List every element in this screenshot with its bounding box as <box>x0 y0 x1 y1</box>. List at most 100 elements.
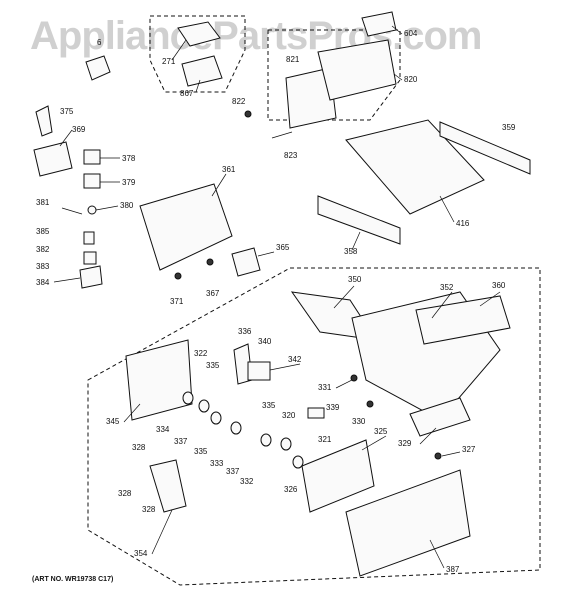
part-342 <box>247 361 271 381</box>
callout-384: 384 <box>36 278 50 287</box>
callout-365: 365 <box>276 243 290 252</box>
part-329 <box>409 397 471 437</box>
callout-381: 381 <box>36 198 50 207</box>
part-328 <box>149 459 187 513</box>
callout-823: 823 <box>284 151 298 160</box>
part-375 <box>35 105 53 137</box>
callout-325: 325 <box>374 427 388 436</box>
part-416 <box>345 119 485 215</box>
callout-378: 378 <box>122 154 136 163</box>
callout-380: 380 <box>120 201 134 210</box>
callout-335-c: 335 <box>262 401 276 410</box>
callout-320: 320 <box>282 411 296 420</box>
callout-345: 345 <box>106 417 120 426</box>
part-383 <box>83 251 97 265</box>
callout-371: 371 <box>170 297 184 306</box>
callout-332: 332 <box>240 477 254 486</box>
part-867 <box>181 55 223 87</box>
part-380 <box>87 205 97 215</box>
callout-labels: 6 271 867 604 821 820 822 823 375 369 37… <box>36 29 516 574</box>
part-379 <box>83 173 101 189</box>
callout-339: 339 <box>326 403 340 412</box>
part-821 <box>285 67 337 129</box>
callout-358: 358 <box>344 247 358 256</box>
callout-342: 342 <box>288 355 302 364</box>
callout-379: 379 <box>122 178 136 187</box>
part-369 <box>33 141 73 177</box>
part-382 <box>83 231 95 245</box>
art-number-label: (ART NO. WR19738 C17) <box>32 576 114 583</box>
part-337 <box>210 411 222 425</box>
watermark-logo: AppliancePartsPros.com <box>30 14 482 58</box>
callout-334: 334 <box>156 425 170 434</box>
callout-328-a: 328 <box>132 443 146 452</box>
callout-335-b: 335 <box>194 447 208 456</box>
part-367 <box>206 258 214 266</box>
callout-416: 416 <box>456 219 470 228</box>
callout-340: 340 <box>258 337 272 346</box>
callout-867: 867 <box>180 89 194 98</box>
callout-321: 321 <box>318 435 332 444</box>
part-371 <box>174 272 182 280</box>
dashed-group-820 <box>267 29 401 121</box>
part-339 <box>307 407 325 419</box>
callout-333: 333 <box>210 459 224 468</box>
dashed-group-271-867 <box>149 15 246 93</box>
callout-326: 326 <box>284 485 298 494</box>
part-365 <box>231 247 261 277</box>
callout-335-a: 335 <box>206 361 220 370</box>
callout-385: 385 <box>36 227 50 236</box>
callout-330: 330 <box>352 417 366 426</box>
callout-337-b: 337 <box>226 467 240 476</box>
callout-822: 822 <box>232 97 246 106</box>
part-384 <box>79 265 103 289</box>
callout-604: 604 <box>404 29 418 38</box>
part-330 <box>366 400 374 408</box>
callout-387: 387 <box>446 565 460 574</box>
callout-336: 336 <box>238 327 252 336</box>
part-361 <box>139 183 233 271</box>
callout-367: 367 <box>206 289 220 298</box>
part-387 <box>345 469 471 577</box>
part-335 <box>198 399 210 413</box>
callout-322: 322 <box>194 349 208 358</box>
callout-360: 360 <box>492 281 506 290</box>
callout-331: 331 <box>318 383 332 392</box>
part-326 <box>292 455 304 469</box>
part-381 <box>61 207 83 215</box>
part-331 <box>350 374 358 382</box>
callout-361: 361 <box>222 165 236 174</box>
callout-382: 382 <box>36 245 50 254</box>
leader-lines <box>53 25 501 569</box>
callout-369: 369 <box>72 125 86 134</box>
callout-6: 6 <box>97 38 102 47</box>
part-822 <box>244 110 252 118</box>
callout-383: 383 <box>36 262 50 271</box>
part-345 <box>125 339 193 421</box>
part-378 <box>83 149 101 165</box>
part-320 <box>280 437 292 451</box>
callout-329: 329 <box>398 439 412 448</box>
callout-375: 375 <box>60 107 74 116</box>
part-358 <box>317 195 401 245</box>
part-325 <box>301 439 375 513</box>
part-322 <box>182 391 194 405</box>
part-823 <box>271 131 293 139</box>
part-604 <box>361 11 397 37</box>
callout-359: 359 <box>502 123 516 132</box>
callout-350: 350 <box>348 275 362 284</box>
callout-352: 352 <box>440 283 454 292</box>
callout-337-a: 337 <box>174 437 188 446</box>
callout-820: 820 <box>404 75 418 84</box>
callout-328-c: 328 <box>142 505 156 514</box>
callout-271: 271 <box>162 57 176 66</box>
part-6 <box>85 55 111 81</box>
callout-821: 821 <box>286 55 300 64</box>
callout-327: 327 <box>462 445 476 454</box>
part-332 <box>260 433 272 447</box>
callout-354: 354 <box>134 549 148 558</box>
part-359 <box>439 121 531 175</box>
part-820 <box>317 39 397 101</box>
part-327 <box>434 452 442 460</box>
